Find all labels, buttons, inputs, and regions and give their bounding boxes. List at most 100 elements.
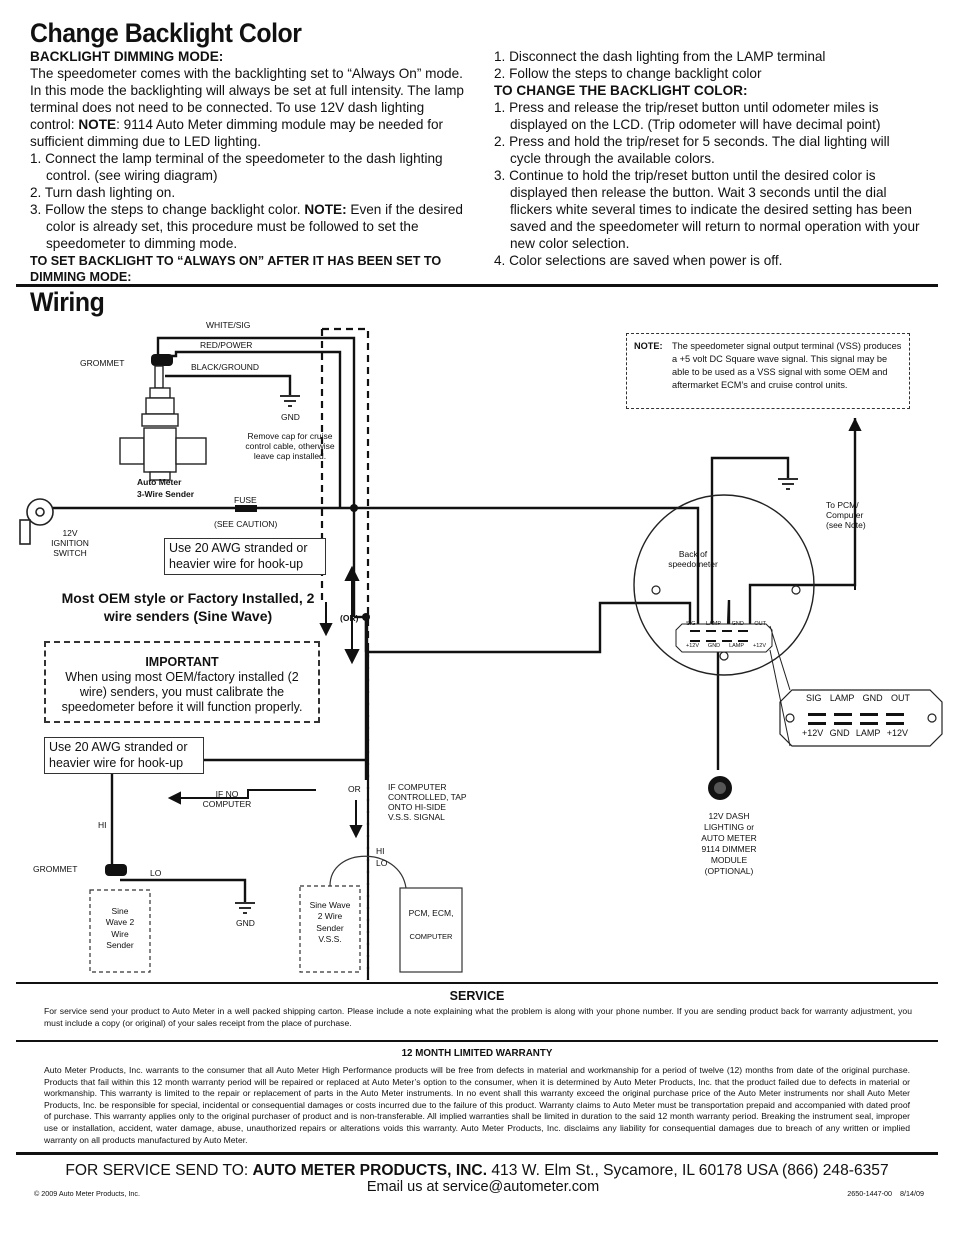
term-12v-a: +12V bbox=[686, 643, 699, 649]
big-term-out: OUT bbox=[890, 693, 910, 703]
service-body: For service send your product to Auto Me… bbox=[44, 1006, 912, 1028]
vss-note-label: NOTE: bbox=[634, 341, 663, 351]
awg-note-box-2: Use 20 AWG stranded or heavier wire for … bbox=[44, 737, 204, 774]
send-to-label: FOR SERVICE SEND TO: bbox=[65, 1162, 253, 1179]
important-body: When using most OEM/factory installed (2… bbox=[61, 670, 303, 714]
lower-lo-wire bbox=[120, 878, 247, 902]
hi-label-left: HI bbox=[98, 820, 107, 830]
warranty-rule-top bbox=[16, 1040, 938, 1042]
fuse-label: FUSE bbox=[234, 495, 257, 505]
big-term-lamp: LAMP bbox=[829, 693, 855, 703]
sender-label-2: 3-Wire Sender bbox=[137, 489, 195, 499]
big-term-sig: SIG bbox=[806, 693, 822, 703]
sender-label-1: Auto Meter bbox=[137, 477, 182, 487]
dimming-text: The speedometer comes with the backlight… bbox=[30, 66, 464, 132]
step3-text-2: Even if the desired color is already set… bbox=[46, 202, 463, 251]
always-on-heading: TO SET BACKLIGHT TO “ALWAYS ON” AFTER IT… bbox=[30, 254, 442, 284]
big-term-gnd: GND bbox=[862, 693, 883, 703]
speedo-terminal-bottom-labels: +12V GND LAMP +12V bbox=[686, 643, 766, 649]
company-name: AUTO METER PRODUCTS, INC. bbox=[252, 1162, 488, 1179]
change-color-section: 1. Disconnect the dash lighting from the… bbox=[494, 48, 922, 269]
power-to-speedo bbox=[354, 506, 700, 628]
pre-step-2: 2. Follow the steps to change backlight … bbox=[494, 66, 762, 81]
oem-sender-heading: Most OEM style or Factory Installed, 2 w… bbox=[61, 590, 315, 624]
term-12v-b: +12V bbox=[752, 643, 766, 649]
term-gnd-b: GND bbox=[707, 643, 721, 649]
red-power-label: RED/POWER bbox=[200, 340, 253, 350]
term-lamp: LAMP bbox=[706, 621, 722, 627]
fuse-symbol bbox=[235, 505, 257, 512]
term-gnd: GND bbox=[731, 621, 744, 627]
three-wire-sender-icon bbox=[119, 365, 207, 481]
service-address-line: FOR SERVICE SEND TO: AUTO METER PRODUCTS… bbox=[0, 1162, 954, 1180]
dimming-mode-section: BACKLIGHT DIMMING MODE: The speedometer … bbox=[30, 48, 470, 285]
black-ground-label: BLACK/GROUND bbox=[191, 362, 260, 372]
computer-label: COMPUTER bbox=[409, 932, 453, 941]
back-of-speedo-label: Back of speedometer bbox=[668, 549, 718, 569]
sine-sender-1: Sine Wave 2 Wire Sender bbox=[105, 906, 135, 951]
pre-step-1: 1. Disconnect the dash lighting from the… bbox=[494, 49, 826, 64]
step3-text: 3. Follow the steps to change backlight … bbox=[30, 202, 305, 217]
gnd-wire bbox=[710, 456, 790, 628]
color-step-3: 3. Continue to hold the trip/reset butto… bbox=[494, 168, 920, 251]
service-rule-top bbox=[16, 982, 938, 984]
lower-hi-wire bbox=[110, 617, 368, 868]
white-sig-label: WHITE/SIG bbox=[206, 320, 251, 330]
big-term-12v-b: +12V bbox=[886, 728, 908, 738]
grommet-label-top: GROMMET bbox=[80, 358, 125, 368]
color-step-2: 2. Press and hold the trip/reset for 5 s… bbox=[494, 134, 890, 166]
terminal-top-labels: SIG LAMP GND OUT bbox=[806, 693, 910, 703]
big-term-12v-a: +12V bbox=[802, 728, 824, 738]
dashed-boundary bbox=[322, 327, 370, 980]
dimming-step-2: 2. Turn dash lighting on. bbox=[30, 185, 176, 200]
hi-label-right: HI bbox=[376, 846, 385, 856]
warranty-title: 12 MONTH LIMITED WARRANTY bbox=[401, 1048, 553, 1059]
vss-note-box: NOTE: The speedometer signal output term… bbox=[626, 333, 910, 409]
page-title: Change Backlight Color bbox=[30, 18, 302, 48]
if-computer-label: IF COMPUTER CONTROLLED, TAP ONTO HI-SIDE… bbox=[388, 782, 467, 822]
company-address: 413 W. Elm St., Sycamore, IL 60178 USA (… bbox=[487, 1162, 889, 1179]
part-number: 2650-1447-00 8/14/09 bbox=[847, 1189, 924, 1198]
big-term-lamp-b: LAMP bbox=[855, 728, 881, 738]
dimming-step-3: 3. Follow the steps to change backlight … bbox=[30, 201, 470, 252]
speedo-terminal-top-labels: SIG LAMP GND OUT bbox=[686, 621, 766, 627]
term-out: OUT bbox=[754, 621, 766, 627]
sig-to-speedo bbox=[365, 601, 692, 654]
footer-rule bbox=[16, 1152, 938, 1155]
vss-note-text: The speedometer signal output terminal (… bbox=[672, 341, 902, 390]
color-step-1: 1. Press and release the trip/reset butt… bbox=[494, 100, 881, 132]
lo-label-right: LO bbox=[376, 858, 388, 868]
grommet-bottom bbox=[105, 864, 127, 876]
sine-sender-2: Sine Wave 2 Wire Sender V.S.S. bbox=[309, 900, 351, 945]
gnd-label-top: GND bbox=[281, 412, 300, 422]
service-title: SERVICE bbox=[449, 989, 505, 1003]
dimming-text-2: : 9114 Auto Meter dimming module may be … bbox=[30, 117, 444, 149]
ignition-label: 12V IGNITION SWITCH bbox=[51, 528, 89, 558]
or-label-lower: OR bbox=[348, 784, 361, 794]
term-lamp-b: LAMP bbox=[729, 643, 745, 649]
wiring-diagram bbox=[19, 327, 943, 980]
big-term-gnd-b: GND bbox=[829, 728, 850, 738]
term-sig: SIG bbox=[686, 621, 696, 627]
step3-note-label: NOTE: bbox=[304, 202, 347, 217]
pcm-label: PCM, ECM, bbox=[408, 908, 454, 918]
or-label-mid: (OR) bbox=[340, 613, 359, 623]
see-caution-label: (SEE CAUTION) bbox=[214, 519, 278, 529]
warranty-body: Auto Meter Products, Inc. warrants to th… bbox=[44, 1065, 910, 1145]
wiring-title: Wiring bbox=[30, 287, 105, 317]
black-ground-wire bbox=[165, 374, 292, 395]
dash-lighting-label: 12V DASH LIGHTING or AUTO METER 9114 DIM… bbox=[701, 811, 757, 876]
grommet-label-bottom: GROMMET bbox=[33, 864, 78, 874]
copyright: © 2009 Auto Meter Products, Inc. bbox=[34, 1189, 140, 1198]
lo-label-left: LO bbox=[150, 868, 162, 878]
ignition-switch-icon bbox=[19, 498, 54, 545]
cruise-cap-note: Remove cap for cruise control cable, oth… bbox=[245, 431, 335, 461]
white-sig-wire bbox=[156, 336, 356, 508]
awg-note-box-1: Use 20 AWG stranded or heavier wire for … bbox=[164, 538, 326, 575]
color-step-4: 4. Color selections are saved when power… bbox=[494, 253, 783, 268]
grommet-top bbox=[151, 354, 173, 366]
section-divider bbox=[16, 284, 938, 287]
dimming-heading: BACKLIGHT DIMMING MODE: bbox=[30, 49, 224, 64]
dimming-paragraph: The speedometer comes with the backlight… bbox=[30, 65, 470, 150]
important-title: IMPORTANT bbox=[145, 655, 219, 669]
